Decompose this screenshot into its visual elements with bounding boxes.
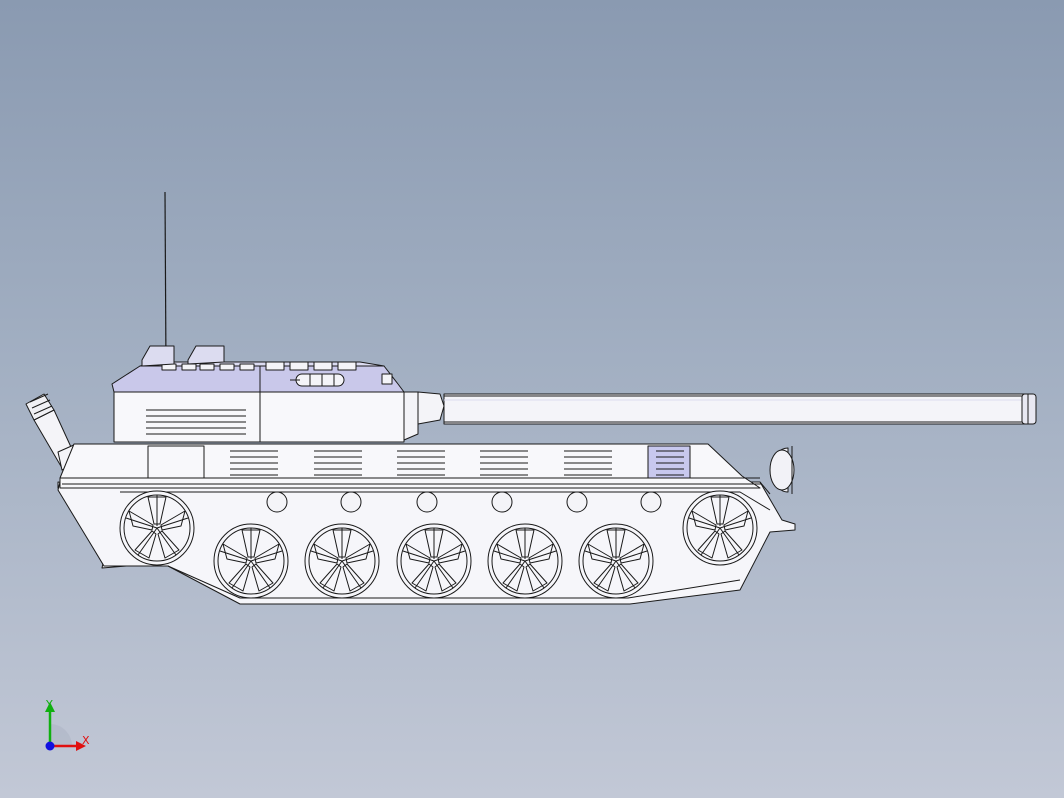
return-roller <box>640 491 662 513</box>
return-roller <box>491 491 513 513</box>
road-wheel <box>396 523 472 599</box>
main-gun <box>417 391 1037 425</box>
rear-vent-slats <box>656 450 684 476</box>
axis-triad: X Y <box>38 698 98 758</box>
hull-vent <box>564 450 612 476</box>
road-wheel <box>304 523 380 599</box>
track-return <box>120 491 771 511</box>
return-roller <box>266 491 288 513</box>
gun-mantlet <box>403 391 419 441</box>
road-wheel <box>487 523 563 599</box>
drive-sprocket <box>682 490 758 566</box>
return-roller <box>566 491 588 513</box>
hull-vent <box>314 450 362 476</box>
return-rollers <box>266 491 662 513</box>
gun-sight <box>290 373 345 387</box>
loader-hatch <box>187 345 225 365</box>
turret-roof <box>111 345 405 393</box>
triad-graphic <box>45 702 86 751</box>
commander-hatch <box>141 345 175 367</box>
muzzle <box>1021 393 1037 425</box>
roof-blocks <box>161 361 357 371</box>
upper-hull <box>59 443 762 489</box>
hull-vent <box>230 450 278 476</box>
turret-body <box>113 391 419 443</box>
return-roller <box>340 491 362 513</box>
antenna <box>164 191 167 371</box>
y-axis-label: Y <box>46 698 53 711</box>
hull-hatch <box>147 445 205 479</box>
x-axis-label: X <box>82 734 90 747</box>
road-wheel <box>213 523 289 599</box>
idler-wheel <box>119 490 195 566</box>
hull-vent <box>397 450 445 476</box>
hull-vents <box>230 450 612 476</box>
return-roller <box>416 491 438 513</box>
road-wheel <box>578 523 654 599</box>
hull-vent <box>480 450 528 476</box>
turret-vent <box>146 409 246 435</box>
front-light <box>769 446 795 494</box>
